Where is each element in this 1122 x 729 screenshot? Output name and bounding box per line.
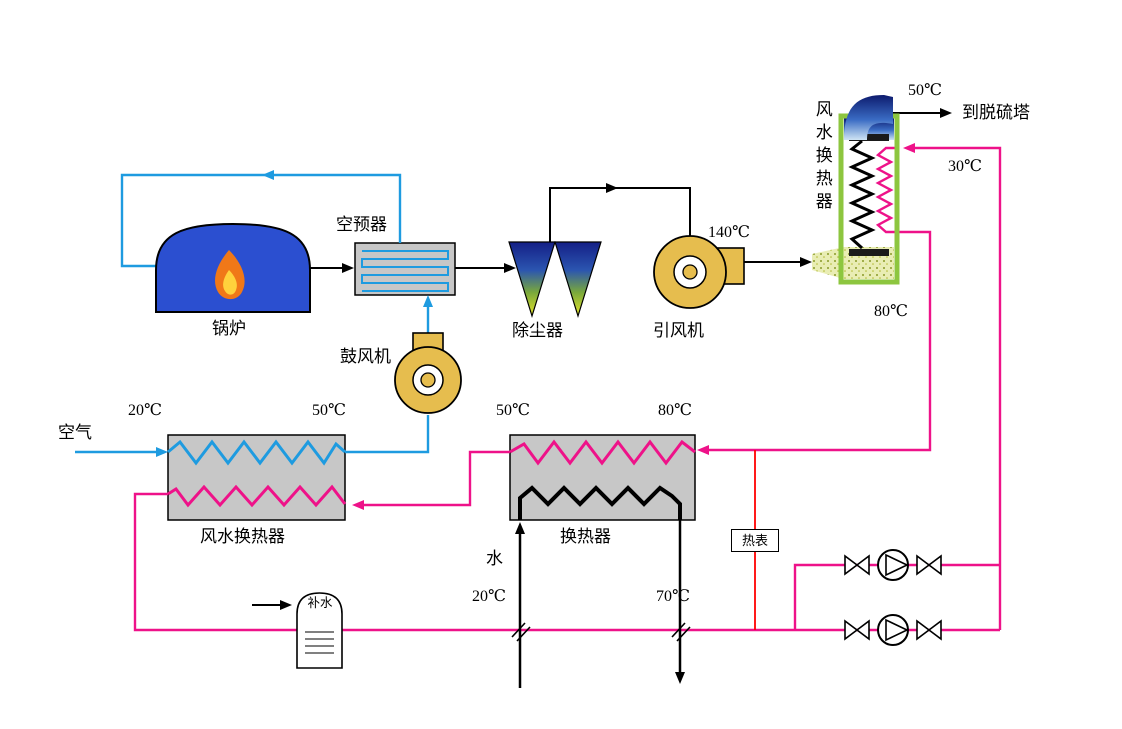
flue-lines — [252, 112, 940, 688]
arrow-into-preheater-icon — [423, 295, 433, 307]
flue-arrows — [280, 108, 952, 684]
return-temp: 30℃ — [948, 158, 982, 175]
coil-header-bottom — [849, 249, 889, 256]
flame-core-icon — [223, 270, 237, 295]
pump-impeller-icon — [885, 618, 909, 642]
dust-collector-shape — [508, 241, 602, 319]
flue-gas-water-hx-label: 风水换热器 — [812, 100, 832, 215]
arrow-into-fgc-icon — [903, 143, 915, 153]
blower-hub — [420, 372, 436, 388]
water-out-temp: 70℃ — [656, 588, 690, 605]
arrow-into-dust-icon — [504, 263, 516, 273]
valve-icon — [855, 554, 870, 576]
fan-hub — [682, 264, 698, 280]
valve-icon — [927, 619, 942, 641]
water-in-temp: 20℃ — [472, 588, 506, 605]
hot-air-to-boiler-line — [120, 173, 402, 268]
exchanger-boxes — [167, 242, 696, 521]
air-water-hx-box — [167, 434, 346, 521]
arrow-hot-air-icon — [262, 170, 274, 180]
water-coil-mid-hx — [518, 485, 682, 520]
hx-to-airhx-line — [364, 450, 510, 507]
return-riser-line — [915, 146, 1002, 630]
hot-water-arrows — [352, 143, 915, 510]
hx-hot-out-temp: 50℃ — [496, 402, 530, 419]
pump-impeller-icon — [885, 553, 909, 577]
flue-gas-temp: 140℃ — [708, 224, 750, 241]
valve-icon — [844, 554, 859, 576]
blower-label: 鼓风机 — [340, 347, 391, 366]
blower-shape — [394, 332, 462, 414]
makeup-water-tank — [296, 592, 343, 669]
valve-icon — [855, 619, 870, 641]
heat-meter: 热表 — [731, 529, 779, 552]
arrow-to-fan-icon — [606, 183, 618, 193]
hot-coil-mid-hx — [509, 439, 696, 466]
valve-icon — [844, 619, 859, 641]
supply-80-line — [709, 230, 932, 452]
dust-funnel-left — [508, 241, 556, 319]
dust-collector-label: 除尘器 — [512, 321, 563, 340]
arrow-into-makeup-icon — [280, 600, 292, 610]
air-arrows — [156, 170, 433, 457]
water-label: 水 — [486, 549, 503, 568]
flue-gas-water-hx-shape — [812, 95, 900, 285]
pump-branch-line — [793, 563, 845, 630]
boiler-shape — [155, 222, 311, 313]
water-hx-label: 换热器 — [560, 527, 611, 546]
air-out-temp: 50℃ — [312, 402, 346, 419]
pump-valve-assembly-1 — [844, 549, 942, 581]
stack-outlet-temp: 50℃ — [908, 82, 942, 99]
stack-plume — [844, 95, 893, 140]
gas-side-coil — [848, 139, 876, 250]
arrow-into-air-hx-icon — [352, 500, 364, 510]
coil-header-top — [849, 134, 889, 141]
air-lines — [75, 173, 449, 466]
valve-icon — [916, 619, 931, 641]
supply-temp: 80℃ — [874, 303, 908, 320]
dust-funnel-right — [554, 241, 602, 319]
air-water-hx-label: 风水换热器 — [200, 527, 285, 546]
induced-draft-fan-shape — [653, 235, 745, 309]
pump-valve-assembly-2 — [844, 614, 942, 646]
arrow-water-in-icon — [515, 522, 525, 534]
hot-coil-air-hx — [167, 484, 347, 508]
arrow-into-preheater-gas-icon — [342, 263, 354, 273]
makeup-water-label: 补水 — [307, 596, 333, 610]
water-hx-box — [509, 434, 696, 521]
induced-draft-fan-label: 引风机 — [653, 321, 704, 340]
hx-hot-in-temp: 80℃ — [658, 402, 692, 419]
return-bottom-line — [133, 492, 943, 632]
valve-icon — [916, 554, 931, 576]
boiler-label: 锅炉 — [212, 319, 246, 338]
air-in-temp: 20℃ — [128, 402, 162, 419]
water-side-coil — [875, 146, 897, 234]
tank-body — [296, 592, 343, 669]
air-preheater-label: 空预器 — [336, 215, 387, 234]
preheater-coil — [361, 250, 449, 292]
valve-icon — [927, 554, 942, 576]
air-coil — [167, 439, 346, 466]
air-to-blower-line — [345, 415, 430, 454]
arrow-to-tower-icon — [940, 108, 952, 118]
arrow-into-water-hx-icon — [697, 445, 709, 455]
dust-to-fan-line — [549, 187, 691, 243]
arrow-water-out-icon — [675, 672, 685, 684]
to-tower-label: 到脱硫塔 — [962, 103, 1030, 122]
arrow-into-fgc-gas-icon — [800, 257, 812, 267]
arrow-air-in-icon — [156, 447, 168, 457]
air-label: 空气 — [58, 423, 92, 442]
line-crossing-marks — [511, 622, 691, 642]
